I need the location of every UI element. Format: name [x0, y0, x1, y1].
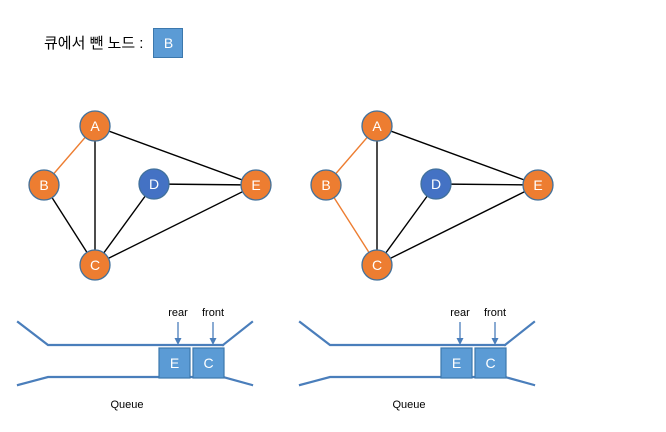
- node-B[interactable]: B: [28, 169, 60, 201]
- queue-cell[interactable]: E: [440, 347, 473, 379]
- node-D-label: D: [149, 176, 159, 192]
- rear-pointer: rear: [168, 307, 188, 345]
- dequeued-node-chip: B: [153, 28, 184, 58]
- edge-C-D: [376, 183, 437, 266]
- left-graph-edges: [43, 125, 257, 266]
- edge-D-E: [153, 183, 257, 186]
- rear-pointer: rear: [450, 307, 470, 345]
- queue-cell-label: C: [485, 355, 495, 371]
- edge-C-E: [94, 184, 257, 266]
- node-C-label: C: [372, 257, 382, 273]
- node-A-circle[interactable]: [79, 110, 111, 142]
- node-D-circle[interactable]: [420, 168, 452, 200]
- node-B-circle[interactable]: [310, 169, 342, 201]
- right-graph-nodes: A B C D E: [310, 110, 554, 281]
- node-D[interactable]: D: [138, 168, 170, 200]
- node-A[interactable]: A: [361, 110, 393, 142]
- queue-cell-label: C: [203, 355, 213, 371]
- node-C-label: C: [90, 257, 100, 273]
- rear-label: rear: [168, 307, 188, 319]
- queue-cell[interactable]: E: [158, 347, 191, 379]
- edge-C-E: [376, 184, 539, 266]
- node-E-circle[interactable]: [240, 169, 272, 201]
- page-title: 큐에서 뺀 노드 :: [44, 34, 144, 52]
- left-queue: rear front E C Queue: [16, 307, 254, 411]
- node-D-label: D: [431, 176, 441, 192]
- node-E[interactable]: E: [522, 169, 554, 201]
- queue-cell[interactable]: C: [474, 347, 507, 379]
- edge-C-D: [94, 183, 155, 266]
- node-C-circle[interactable]: [361, 249, 393, 281]
- rear-arrow-icon: [456, 338, 464, 345]
- node-E-circle[interactable]: [522, 169, 554, 201]
- front-pointer: front: [202, 307, 224, 345]
- edge-A-E: [94, 125, 257, 186]
- front-label: front: [484, 307, 506, 319]
- node-E[interactable]: E: [240, 169, 272, 201]
- node-D-circle[interactable]: [138, 168, 170, 200]
- rear-label: rear: [450, 307, 470, 319]
- node-E-label: E: [251, 177, 260, 193]
- node-A-label: A: [90, 118, 100, 134]
- front-pointer: front: [484, 307, 506, 345]
- left-graph-nodes: A B C D E: [28, 110, 272, 281]
- node-E-label: E: [533, 177, 542, 193]
- queue-caption: Queue: [110, 399, 143, 411]
- dequeued-node-header: 큐에서 뺀 노드 : B: [44, 28, 184, 58]
- node-B-label: B: [39, 177, 48, 193]
- rear-arrow-icon: [174, 338, 182, 345]
- edge-A-E: [376, 125, 539, 186]
- queue-cell[interactable]: C: [192, 347, 225, 379]
- node-A[interactable]: A: [79, 110, 111, 142]
- queue-cell-label: E: [452, 355, 461, 371]
- front-arrow-icon: [209, 338, 217, 345]
- node-B-circle[interactable]: [28, 169, 60, 201]
- edge-B-C: [43, 184, 96, 266]
- front-label: front: [202, 307, 224, 319]
- node-D[interactable]: D: [420, 168, 452, 200]
- queue-cell-label: E: [170, 355, 179, 371]
- node-A-label: A: [372, 118, 382, 134]
- edge-B-C: [325, 184, 378, 266]
- edge-D-E: [435, 183, 539, 186]
- queue-caption: Queue: [392, 399, 425, 411]
- node-C[interactable]: C: [79, 249, 111, 281]
- node-B[interactable]: B: [310, 169, 342, 201]
- node-A-circle[interactable]: [361, 110, 393, 142]
- right-queue: rear front E C Queue: [298, 307, 536, 411]
- node-C-circle[interactable]: [79, 249, 111, 281]
- node-C[interactable]: C: [361, 249, 393, 281]
- node-B-label: B: [321, 177, 330, 193]
- front-arrow-icon: [491, 338, 499, 345]
